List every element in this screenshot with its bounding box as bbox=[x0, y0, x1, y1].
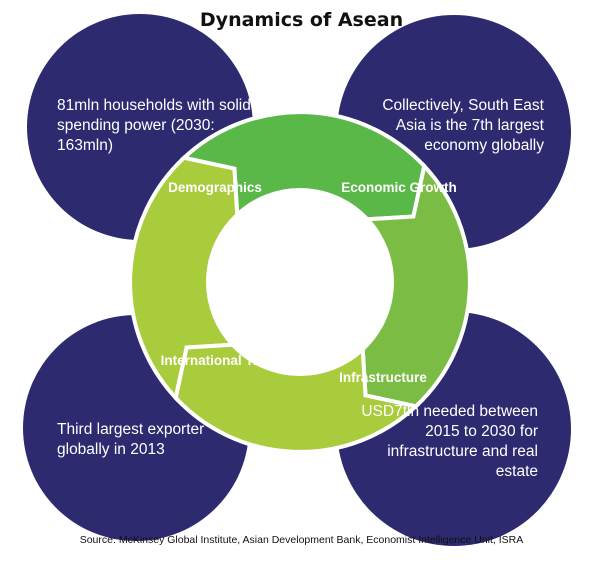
note-exporter: Third largest exporter globally in 2013 bbox=[57, 421, 205, 458]
cycle-ring bbox=[128, 110, 472, 454]
note-investment: USD7tln needed between 2015 to 2030 for … bbox=[361, 403, 538, 480]
note-economy: Collectively, South East Asia is the 7th… bbox=[382, 97, 544, 154]
cycle-label-economic-growth: Economic Growth bbox=[341, 180, 457, 195]
ring-segment-international-trade bbox=[173, 342, 421, 454]
source-note: Source: McKinsey Global Institute, Asian… bbox=[79, 534, 524, 546]
cycle-label-infrastructure: Infrastructure bbox=[339, 370, 427, 385]
note-households: 81mln households with solid spending pow… bbox=[57, 97, 251, 154]
cycle-label-demographics: Demographics bbox=[168, 180, 262, 195]
page-title: Dynamics of Asean bbox=[199, 9, 404, 31]
cycle-label-international-trade: International Trade bbox=[160, 353, 282, 368]
